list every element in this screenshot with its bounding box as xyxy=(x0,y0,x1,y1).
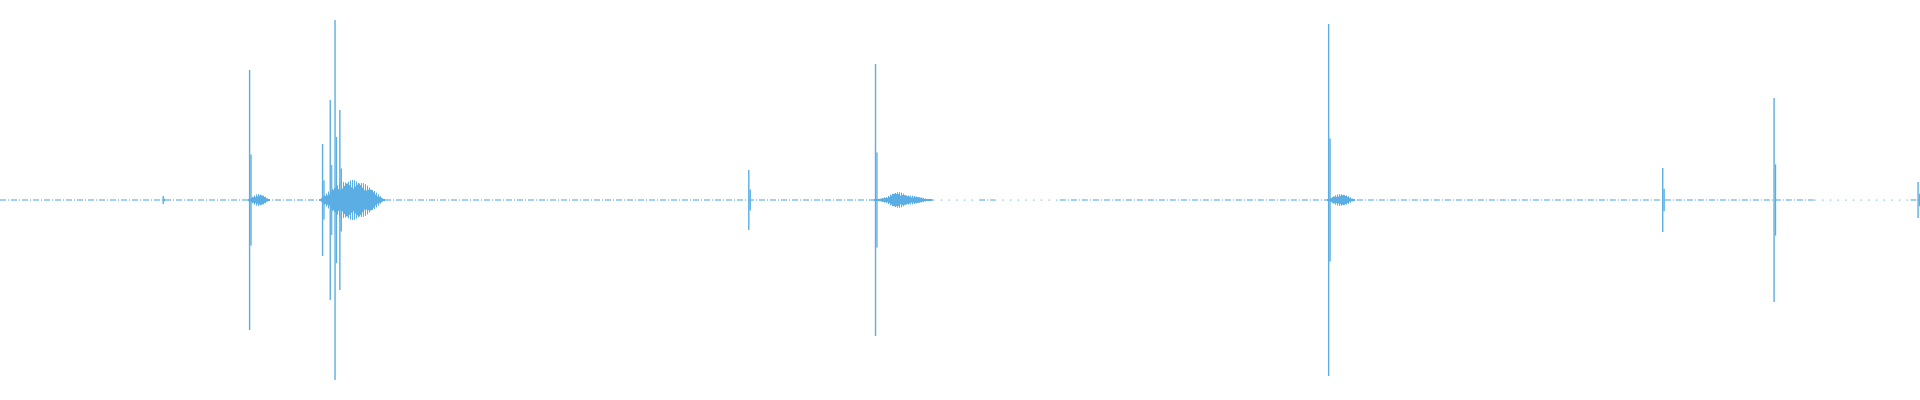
waveform-noise-dot xyxy=(1829,199,1832,201)
waveform-noise-dot xyxy=(948,199,950,201)
waveform-noise-dot xyxy=(1814,199,1816,201)
waveform-noise-dot xyxy=(1860,199,1862,201)
waveform-noise-dot xyxy=(963,199,966,201)
waveform-noise-dot xyxy=(994,199,997,201)
waveform-noise-dot xyxy=(1845,199,1847,201)
waveform-noise-dot xyxy=(956,199,958,201)
waveform-noise-dot xyxy=(1898,199,1901,201)
waveform-noise-dot xyxy=(1040,199,1043,201)
waveform-noise-dot xyxy=(1009,199,1012,201)
waveform-noise-dot xyxy=(1017,199,1020,201)
waveform-noise-dot xyxy=(1056,199,1058,201)
waveform-noise-dot xyxy=(971,199,974,201)
waveform-noise-dot xyxy=(933,199,935,201)
waveform-noise-dot xyxy=(1025,199,1027,201)
waveform-noise-dot xyxy=(1822,199,1824,201)
waveform-noise-dot xyxy=(1875,199,1878,201)
waveform-noise-dot xyxy=(1002,199,1004,201)
waveform-noise-dot xyxy=(1032,199,1035,201)
waveform-group xyxy=(0,20,1920,380)
waveform-noise-dot xyxy=(1906,199,1909,201)
waveform-noise-dot xyxy=(1837,199,1839,201)
waveform-noise-dot xyxy=(1048,199,1050,201)
waveform-noise-dot xyxy=(1891,199,1893,201)
waveform-noise-dot xyxy=(1852,199,1855,201)
waveform-noise-dot xyxy=(940,199,943,201)
waveform-noise-dot xyxy=(1883,199,1886,201)
waveform-noise-dot xyxy=(1868,199,1870,201)
